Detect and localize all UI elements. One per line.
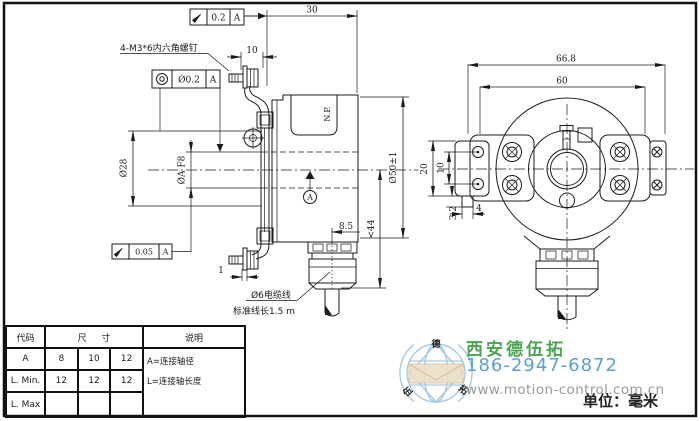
cell-code: A <box>5 347 46 371</box>
nameplate <box>290 95 338 136</box>
company-logo-icon: 德 伍 拓 <box>399 338 473 404</box>
cell-code: L. Max <box>5 391 46 418</box>
dim-gland-offset: 8.5 <box>331 222 360 243</box>
cable-length-note: 标准线长1.5 m <box>233 305 295 317</box>
dim-1-label: 1 <box>218 266 224 276</box>
tol-face-value: 0.05 <box>135 248 153 257</box>
company-name: 西安德伍拓 <box>466 340 566 360</box>
tol-conc-value: Ø0.2 <box>178 75 200 86</box>
col-header-size: 尺 寸 <box>44 325 144 349</box>
screw-note: 4-M3*6内六角螺钉 <box>120 42 230 72</box>
dim-30-label: 30 <box>306 6 318 16</box>
right-ear-screws <box>610 142 630 195</box>
left-ear <box>469 134 535 202</box>
table-row: L. Min. 12 12 12 <box>5 369 245 393</box>
dim-depth: <44 <box>341 169 386 289</box>
dim-10f-label: 10 <box>437 162 447 174</box>
dim-bore: ØA F8 <box>177 140 262 252</box>
tolerance-frame-runout-top: 0.2 A <box>189 8 258 26</box>
dim-4: 4 <box>450 196 485 219</box>
dim-10-screw: 10 <box>227 46 277 70</box>
housing-circle <box>495 97 639 241</box>
mounting-spring-plate <box>242 85 274 260</box>
concentricity-icon <box>156 73 168 85</box>
left-ear-screws <box>502 142 522 195</box>
phone-number: 186-2947-6872 <box>466 355 618 376</box>
tol-face-datum: A <box>162 248 169 257</box>
right-tab-screws <box>651 146 663 191</box>
logo-char-top: 德 <box>431 338 440 350</box>
bore-inner <box>550 152 584 186</box>
cell-value: 8 <box>44 347 79 371</box>
dim-10-label: 10 <box>246 46 258 56</box>
spec-table: 代码 尺 寸 说明 A 8 10 12 A=连接轴径 L=连接轴长度 L. Mi… <box>5 325 246 418</box>
dim-sheet-thickness: 1 <box>218 266 259 281</box>
encoder-body <box>271 94 359 243</box>
dim-668-label: 66.8 <box>556 55 576 65</box>
dim-60-label: 60 <box>556 77 568 87</box>
dim-bore-label: ØA F8 <box>177 155 188 184</box>
cable-gland-front <box>523 235 611 321</box>
cable-gland-side <box>307 241 358 317</box>
desc-line-2: L=连接轴长度 <box>147 377 202 387</box>
clamp-hole <box>559 192 575 209</box>
col-header-desc: 说明 <box>142 325 246 349</box>
dim-44-label: <44 <box>367 219 377 238</box>
clamp-screw-bottom <box>228 247 259 271</box>
collet-slit <box>559 125 574 149</box>
cell-value <box>109 391 144 418</box>
dim-10-front: 10 <box>437 151 477 185</box>
dim-flange-dia: Ø28 <box>119 130 262 207</box>
dim-20-label: 20 <box>420 163 430 175</box>
cell-value <box>76 391 112 418</box>
cell-value: 12 <box>44 369 79 393</box>
cell-description: A=连接轴径 L=连接轴长度 <box>142 347 246 418</box>
table-row: A 8 10 12 A=连接轴径 L=连接轴长度 <box>5 347 246 418</box>
cell-code: L. Min. <box>5 369 46 393</box>
cell-value: 12 <box>109 347 144 371</box>
cable-tip <box>558 309 566 319</box>
bore-outer <box>546 148 588 190</box>
clamp-screw-top <box>228 65 259 89</box>
spec-table-header-row: 代码 尺 寸 说明 <box>5 325 246 349</box>
desc-line-1: A=连接轴径 <box>147 357 194 367</box>
nameplate-label: N.P. <box>323 106 332 121</box>
cable-tip <box>325 305 332 315</box>
front-view: 66.8 60 20 10 <box>420 55 694 331</box>
dim-66-8: 66.8 <box>467 55 666 134</box>
datum-flag: A <box>303 171 317 204</box>
dim-85-label: 8.5 <box>339 222 354 232</box>
side-view: N.P. A <box>111 6 418 317</box>
cell-value: 12 <box>109 369 144 393</box>
runout-arrow-icon <box>192 13 202 23</box>
runout-arrow-icon <box>113 247 123 258</box>
tolerance-frame-runout-face: 0.05 A <box>111 243 191 260</box>
right-tab <box>649 140 667 196</box>
tol-conc-datum: A <box>209 76 217 86</box>
unit-label: 单位：毫米 <box>583 392 659 410</box>
dim-4-label: 4 <box>476 204 482 214</box>
tolerance-frame-concentricity: Ø0.2 A <box>151 69 224 152</box>
dim-60: 60 <box>479 77 646 134</box>
dim-32-label: 3.2 <box>449 206 459 220</box>
cell-value <box>44 391 79 418</box>
datum-letter: A <box>306 193 313 202</box>
dim-body-dia: Ø50±1 <box>360 96 409 239</box>
tol-top-value: 0.2 <box>211 14 225 24</box>
keyway-notch <box>577 127 593 143</box>
table-row: L. Max <box>5 391 245 418</box>
cell-value: 10 <box>76 347 112 371</box>
cable-notes: Ø6电缆线 标准线长1.5 m <box>233 271 331 317</box>
dim-20: 20 <box>420 140 462 197</box>
dim-50-label: Ø50±1 <box>388 151 399 183</box>
cable-dia-note: Ø6电缆线 <box>251 289 291 301</box>
cell-value: 12 <box>76 369 112 393</box>
screw-note-label: 4-M3*6内六角螺钉 <box>120 42 198 54</box>
tol-top-datum: A <box>233 14 241 24</box>
col-header-code: 代码 <box>5 325 46 349</box>
website-url: www.motion-control.com.cn <box>466 382 665 398</box>
dim-30: 30 <box>245 6 358 93</box>
dim-28-label: Ø28 <box>119 158 130 177</box>
